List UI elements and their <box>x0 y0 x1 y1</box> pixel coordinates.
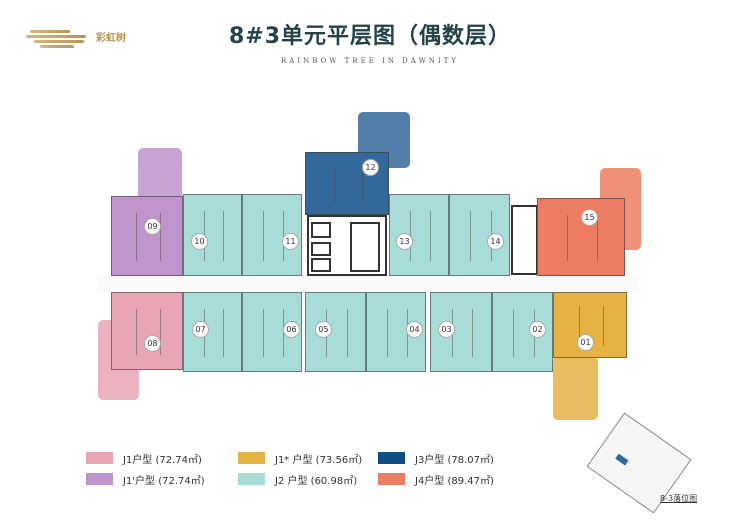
legend-swatch <box>378 473 405 485</box>
partition-wall <box>578 306 580 346</box>
partition-wall <box>513 309 515 357</box>
page-title: 8#3单元平层图（偶数层） <box>228 24 512 49</box>
logo-text: 彩虹树 <box>96 33 126 44</box>
elevator-shaft <box>311 258 331 272</box>
partition-wall <box>362 165 363 204</box>
legend-label: J3户型 (78.07㎡) <box>415 455 494 466</box>
partition-wall <box>472 309 474 357</box>
elevator-shaft <box>311 242 331 256</box>
unit-05[interactable] <box>305 292 366 372</box>
unit-number-label: 05 <box>315 321 332 338</box>
legend-swatch <box>86 452 113 464</box>
partition-wall <box>160 213 161 261</box>
partition-wall <box>334 165 335 204</box>
stairwell <box>350 222 380 272</box>
partition-wall <box>263 211 264 261</box>
unit-number-label: 06 <box>283 321 300 338</box>
legend-swatch <box>238 473 265 485</box>
unit-03[interactable] <box>430 292 492 372</box>
legend-label: J2 户型 (60.98㎡) <box>275 476 358 487</box>
partition-wall <box>223 211 225 261</box>
unit-07[interactable] <box>183 292 242 372</box>
unit-11[interactable] <box>242 194 302 276</box>
legend-label: J1* 户型 (73.56㎡) <box>275 455 363 466</box>
unit-08[interactable] <box>111 292 183 370</box>
legend-label: J1'户型 (72.74㎡) <box>123 476 205 487</box>
legend-swatch <box>86 473 113 485</box>
legend-swatch <box>238 452 265 464</box>
partition-wall <box>387 309 388 357</box>
unit-number-label: 07 <box>192 321 209 338</box>
page-subtitle: RAINBOW TREE IN DAWNITY <box>281 57 459 65</box>
partition-wall <box>567 214 569 262</box>
unit-15[interactable] <box>537 198 625 276</box>
unit-number-label: 12 <box>362 159 379 176</box>
legend-label: J4户型 (89.47㎡) <box>415 476 494 487</box>
partition-wall <box>263 309 264 357</box>
floor-plan: 01 02 03 04 05 06 07 08 09 10 11 12 13 14 15 <box>98 112 641 420</box>
unit-number-label: 01 <box>577 334 594 351</box>
partition-wall <box>596 214 598 262</box>
unit-number-label: 13 <box>396 233 413 250</box>
partition-wall <box>603 306 605 346</box>
partition-wall <box>346 309 348 357</box>
partition-wall <box>223 309 225 357</box>
corridor <box>98 276 638 292</box>
unit-number-label: 14 <box>487 233 504 250</box>
unit-10[interactable] <box>183 194 242 276</box>
stairwell <box>511 205 538 275</box>
unit-number-label: 08 <box>144 335 161 352</box>
partition-wall <box>430 211 431 261</box>
unit-number-label: 10 <box>191 233 208 250</box>
legend-swatch <box>378 452 405 464</box>
unit-number-label: 04 <box>406 321 423 338</box>
elevator-shaft <box>311 222 331 238</box>
partition-wall <box>160 308 161 356</box>
site-plan-caption: 8-3落位图 <box>660 494 698 503</box>
partition-wall <box>470 211 472 261</box>
legend-label: J1户型 (72.74㎡) <box>123 455 202 466</box>
unit-balcony <box>553 356 598 420</box>
brand-logo: 彩虹树 <box>26 26 136 50</box>
unit-09[interactable] <box>111 196 183 276</box>
partition-wall <box>136 213 137 261</box>
unit-number-label: 09 <box>144 218 161 235</box>
unit-number-label: 03 <box>438 321 455 338</box>
unit-number-label: 11 <box>282 233 299 250</box>
unit-number-label: 15 <box>581 209 598 226</box>
partition-wall <box>136 308 137 356</box>
unit-number-label: 02 <box>529 321 546 338</box>
